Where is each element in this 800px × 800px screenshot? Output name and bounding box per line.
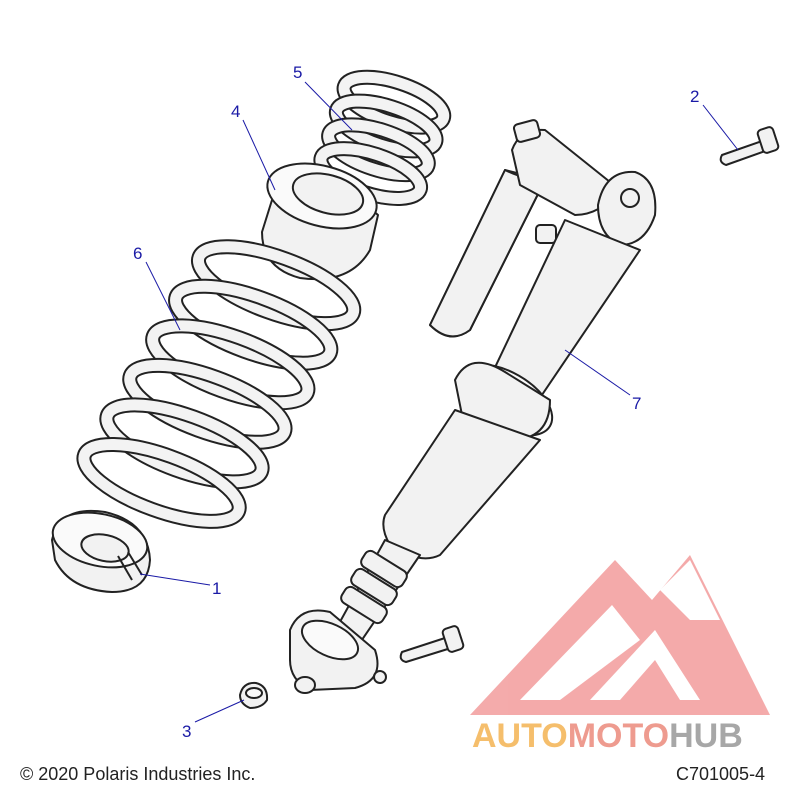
callout-7: 7 — [632, 394, 641, 413]
leader-line-2 — [702, 104, 739, 151]
leader-line-4 — [242, 119, 276, 191]
callout-6: 6 — [133, 244, 142, 263]
callout-4: 4 — [231, 102, 240, 121]
small-spring-part-5 — [313, 69, 452, 206]
callout-2: 2 — [690, 87, 699, 106]
copyright-notice: © 2020 Polaris Industries Inc. — [20, 764, 256, 784]
nut-part-3 — [239, 681, 269, 709]
leader-line-5 — [304, 81, 353, 131]
diagram-id: C701005-4 — [676, 764, 766, 784]
watermark-part-c: HUB — [669, 717, 743, 755]
callout-5: 5 — [293, 63, 302, 82]
callout-1: 1 — [212, 579, 221, 598]
leader-line-6 — [145, 261, 181, 331]
lower-mount-bolt — [399, 625, 465, 663]
shock-absorber-part-7 — [289, 119, 657, 694]
leader-line-1 — [139, 573, 211, 586]
main-spring-part-6 — [76, 239, 362, 529]
leader-line-7 — [564, 349, 631, 396]
bolt-part-2 — [719, 126, 780, 166]
watermark-part-a: AUTO — [472, 717, 568, 755]
callout-3: 3 — [182, 722, 191, 741]
leader-line-3 — [194, 699, 245, 723]
watermark-part-b: MOTO — [567, 717, 670, 755]
automotohub-watermark-wordmark: AUTOMOTOHUB — [472, 719, 743, 753]
spring-retainer-part-1 — [51, 509, 151, 593]
automotohub-logo-emblem — [470, 555, 770, 715]
